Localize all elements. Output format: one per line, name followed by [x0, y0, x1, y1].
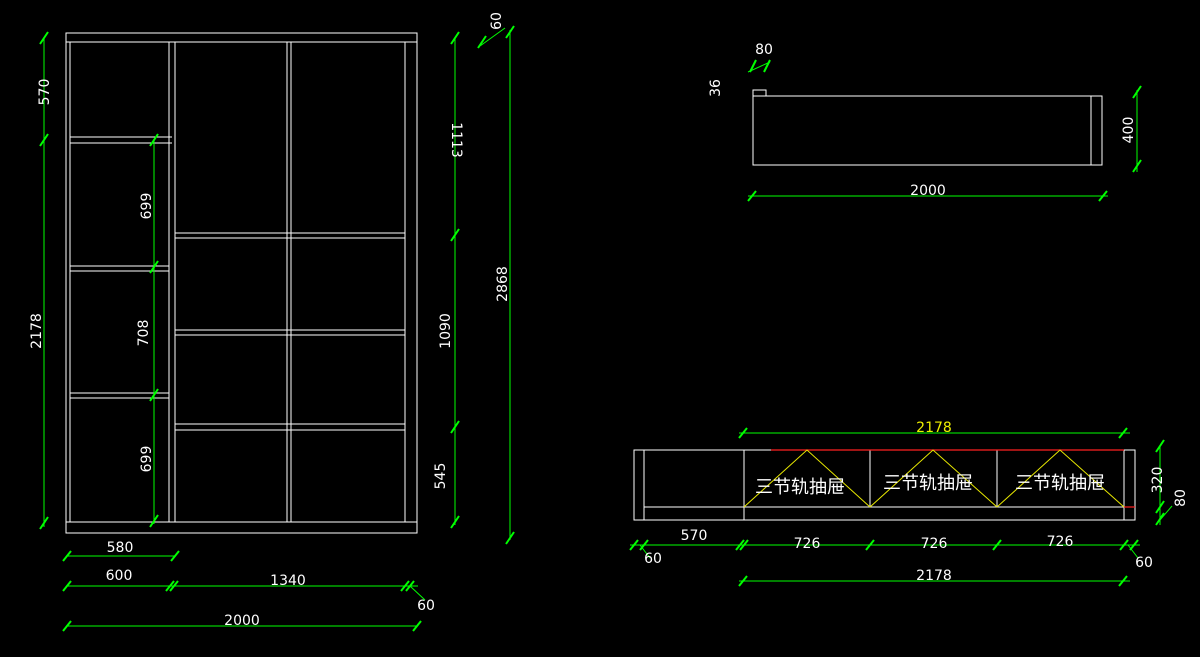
dim-front-total-height: 2868: [495, 266, 511, 302]
dim-drawer-2: 726: [921, 536, 948, 552]
dim-top-width: 2000: [910, 183, 946, 199]
dim-front-inner-2: 708: [136, 320, 152, 347]
dim-drawer-left-offset: 60: [644, 551, 662, 567]
dim-front-right-width: 1340: [270, 573, 306, 589]
drawer-elevation: 三节轨抽屉 三节轨抽屉 三节轨抽屉 2178 320 80 60 570 726…: [629, 420, 1189, 587]
dim-drawer-right-offset: 60: [1135, 555, 1153, 571]
front-elevation: 570 2178 699 708 699 1113 1090 545 2868 …: [29, 12, 515, 632]
top-view: 80 36 400 2000: [708, 42, 1142, 202]
dim-front-right-mid: 1090: [438, 313, 454, 349]
drawer-label-3: 三节轨抽屉: [1015, 473, 1105, 494]
dim-front-right-top: 1113: [448, 122, 464, 158]
dim-front-right-edge: 60: [417, 598, 435, 614]
dim-front-left-main: 2178: [29, 313, 45, 349]
dim-front-inner-1: 699: [139, 193, 155, 220]
dim-front-shelf-width: 580: [107, 540, 134, 556]
dim-top-lip-height: 36: [708, 79, 724, 97]
dim-top-depth: 400: [1121, 117, 1137, 144]
dim-drawer-bottom: 2178: [916, 568, 952, 584]
dim-front-top-offset: 60: [489, 12, 505, 30]
dim-front-inner-3: 699: [139, 446, 155, 473]
dim-drawer-1: 726: [794, 536, 821, 552]
dim-front-right-bottom: 545: [433, 463, 449, 490]
dim-drawer-top: 2178: [916, 420, 952, 436]
dim-top-lip-width: 80: [755, 42, 773, 58]
dim-front-left-top: 570: [37, 79, 53, 106]
dim-front-left-width: 600: [106, 568, 133, 584]
dim-drawer-height: 320: [1150, 467, 1166, 494]
drawer-label-1: 三节轨抽屉: [755, 477, 845, 498]
cabinet-inner-frame: [69, 41, 406, 523]
dim-drawer-3: 726: [1047, 534, 1074, 550]
dim-drawer-left-open: 570: [681, 528, 708, 544]
drawer-label-2: 三节轨抽屉: [883, 473, 973, 494]
dim-front-total-width: 2000: [224, 613, 260, 629]
cabinet-outer-frame: [65, 32, 418, 534]
top-view-outline: [752, 95, 1103, 166]
dim-drawer-base: 80: [1173, 489, 1189, 507]
